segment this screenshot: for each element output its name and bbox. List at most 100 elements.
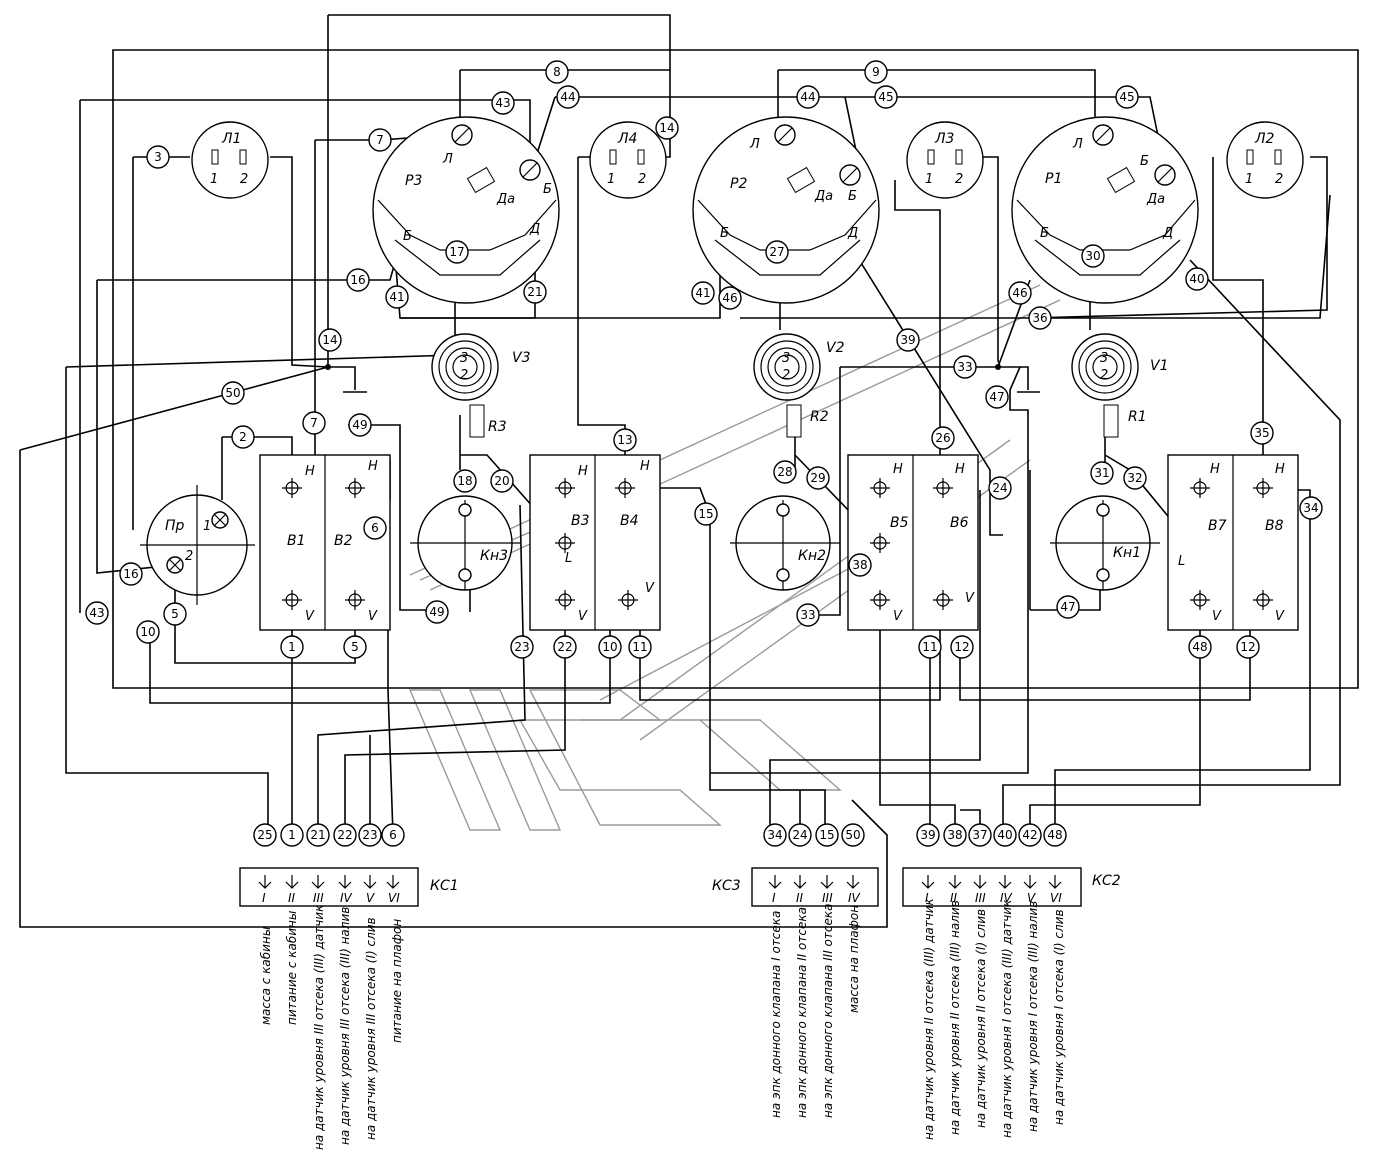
relay-R3-b: Б <box>543 182 552 197</box>
relay-R2-b2: Б <box>720 226 729 241</box>
wire-number: 16 <box>123 567 138 581</box>
switch-label: Пр <box>165 518 185 534</box>
wire-number: 41 <box>695 286 710 300</box>
wire-number: 43 <box>89 606 104 620</box>
ground-symbols <box>325 364 1040 393</box>
block-V: V <box>965 591 975 606</box>
wire-number: 45 <box>878 90 893 104</box>
relay-R3-da: Да <box>496 192 515 207</box>
block-L: L <box>565 551 572 566</box>
wire-number: 15 <box>698 507 713 521</box>
block-B7: В7 <box>1208 518 1227 534</box>
block-B8: В8 <box>1265 518 1284 534</box>
wire-number: 36 <box>1032 311 1047 325</box>
lamp-L3-pin2: 2 <box>955 172 963 187</box>
wire-number: 40 <box>1189 272 1204 286</box>
block-V: V <box>368 609 378 624</box>
wire-number: 2 <box>239 430 247 444</box>
roman-numeral: III <box>975 891 986 905</box>
button-Kn1-label: Кн1 <box>1113 545 1141 561</box>
connector-KS3: КС3 34 24 15 50 I II III IV <box>712 823 865 905</box>
terminal-number: 50 <box>845 828 860 842</box>
roman-numeral: I <box>772 891 776 905</box>
switch-Pr <box>140 485 255 605</box>
wire-number: 10 <box>140 625 155 639</box>
lamp-L1-pin2: 2 <box>240 172 248 187</box>
terminal-description: на датчик уровня III отсека (III) налив <box>338 907 352 1145</box>
roman-numeral: VI <box>1050 891 1062 905</box>
coil-V1-p3: 3 <box>1100 351 1108 366</box>
terminal-description: на эпк донного клапана I отсека <box>769 911 783 1118</box>
lamp-L3 <box>906 121 984 199</box>
wire-number: 47 <box>989 390 1004 404</box>
terminal-number: 22 <box>337 828 352 842</box>
roman-numeral: IV <box>340 891 353 905</box>
wire-number: 31 <box>1094 466 1109 480</box>
terminal-description: на датчик уровня I отсека (III) налив <box>1026 901 1040 1132</box>
wire-number: 21 <box>527 285 542 299</box>
wire-number: 34 <box>1303 501 1318 515</box>
block-V: V <box>893 609 903 624</box>
lamp-L4-pin2: 2 <box>638 172 646 187</box>
terminal-number: 40 <box>997 828 1012 842</box>
switch-pin2: 2 <box>185 549 193 564</box>
terminal-description: на датчик уровня II отсека (I) слив <box>974 909 988 1128</box>
block-V: V <box>578 609 588 624</box>
wire-number: 5 <box>351 640 359 654</box>
relay-R2-label: Р2 <box>730 176 747 192</box>
coil-V3-p2: 2 <box>460 368 468 383</box>
wire-number: 20 <box>494 474 509 488</box>
wire-number: 38 <box>852 558 867 572</box>
relay-R3 <box>372 116 560 304</box>
relay-R1 <box>1011 116 1199 304</box>
connector-arrows <box>258 875 1062 889</box>
terminal-number: 37 <box>972 828 987 842</box>
terminal-description: на эпк донного клапана III отсека <box>821 904 835 1118</box>
wire-number: 35 <box>1254 426 1269 440</box>
relay-R3-l: Л <box>442 152 453 167</box>
wire-number: 26 <box>935 431 950 445</box>
terminal-number: 48 <box>1047 828 1062 842</box>
relay-R1-d: Д <box>1162 226 1173 241</box>
wire-number: 10 <box>602 640 617 654</box>
connector-KS1: КС1 25 1 21 22 23 6 I II III IV V VI <box>253 823 459 905</box>
roman-numeral: IV <box>848 891 861 905</box>
coil-V1-label: V1 <box>1150 358 1168 374</box>
coil-V2 <box>753 333 821 438</box>
wire-number: 46 <box>722 291 737 305</box>
wire-number: 24 <box>992 481 1007 495</box>
wire-number: 14 <box>659 121 674 135</box>
button-Kn2 <box>730 495 840 591</box>
terminal-description: масса с кабины <box>259 927 273 1025</box>
wire-number: 43 <box>495 96 510 110</box>
block-B1: В1 <box>287 533 306 549</box>
connectors <box>239 867 1082 907</box>
block-H: Н <box>368 459 378 474</box>
connector-label: КС3 <box>712 878 741 894</box>
roman-numeral: II <box>796 891 804 905</box>
roman-numeral: II <box>950 891 958 905</box>
block-H: Н <box>955 462 965 477</box>
wire-number: 46 <box>1012 286 1027 300</box>
wire-number: 11 <box>632 640 647 654</box>
wire-number: 32 <box>1127 471 1142 485</box>
terminal-number: 15 <box>819 828 834 842</box>
block-H: Н <box>893 462 903 477</box>
terminal-number: 25 <box>257 828 272 842</box>
relay-R3-label: Р3 <box>405 173 422 189</box>
block-V: V <box>305 609 315 624</box>
block-V: V <box>1275 609 1285 624</box>
lamp-L1 <box>191 121 269 199</box>
block-B3: В3 <box>571 513 590 529</box>
component-labels: Л1 1 2 Л4 1 2 Л3 1 2 Л2 1 2 Р3 Л Да Б Б … <box>165 131 1285 624</box>
coil-V1-p2: 2 <box>1100 368 1108 383</box>
relay-R1-label: Р1 <box>1045 171 1062 187</box>
block-V: V <box>645 581 655 596</box>
switch-blocks <box>259 454 1299 631</box>
wire-number: 22 <box>557 640 572 654</box>
lamp-L2-label: Л2 <box>1254 131 1275 147</box>
relay-R3-d: Д <box>529 222 540 237</box>
wire-number: 9 <box>872 65 880 79</box>
